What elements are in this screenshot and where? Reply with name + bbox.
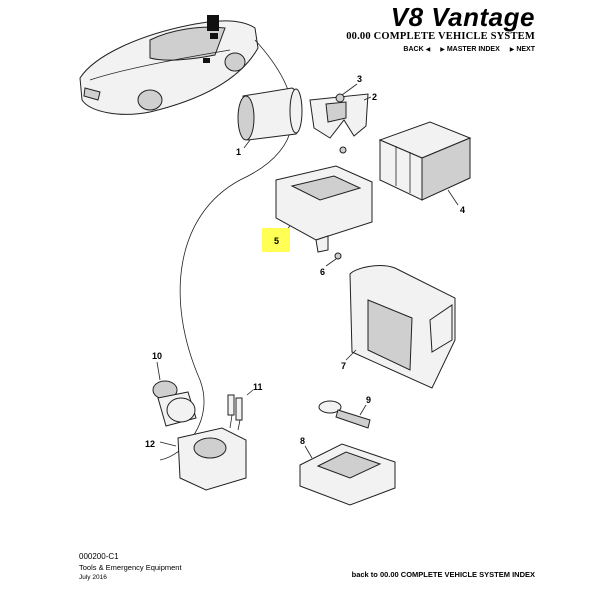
brand-logo: V8 Vantage bbox=[390, 2, 535, 32]
section-title: 00.00 COMPLETE VEHICLE SYSTEM bbox=[346, 31, 535, 42]
callout-5-highlight bbox=[262, 228, 290, 252]
part-7-cover bbox=[345, 265, 456, 389]
callout-3[interactable]: 3 bbox=[357, 74, 362, 84]
back-to-index-link[interactable]: back to 00.00 COMPLETE VEHICLE SYSTEM IN… bbox=[351, 570, 535, 579]
part-12-tray bbox=[159, 427, 247, 491]
part-11-keys bbox=[227, 389, 254, 431]
diagram-title: Tools & Emergency Equipment bbox=[79, 563, 182, 572]
back-arrow-icon: ◀ bbox=[425, 47, 431, 53]
part-10-wheel-nut-adaptor bbox=[152, 361, 197, 427]
part-1-cylinder bbox=[237, 87, 303, 149]
callout-9[interactable]: 9 bbox=[366, 395, 371, 405]
part-8-foam-insert bbox=[299, 443, 396, 506]
callout-12[interactable]: 12 bbox=[145, 439, 155, 449]
part-9-tow-eye bbox=[318, 400, 371, 429]
callout-2[interactable]: 2 bbox=[372, 92, 377, 102]
diagram-date: July 2016 bbox=[79, 574, 107, 581]
part-5-holder bbox=[275, 165, 373, 253]
next-arrow-icon: ▶ bbox=[509, 47, 515, 53]
callout-1[interactable]: 1 bbox=[236, 147, 241, 157]
callout-4[interactable]: 4 bbox=[460, 205, 465, 215]
callout-5[interactable]: 5 bbox=[274, 236, 279, 246]
callout-10[interactable]: 10 bbox=[152, 351, 162, 361]
nav-bar: BACK◀ ▶ MASTER INDEX ▶ NEXT bbox=[403, 46, 535, 53]
next-link[interactable]: ▶ NEXT bbox=[509, 46, 535, 53]
master-index-link[interactable]: ▶ MASTER INDEX bbox=[440, 46, 500, 53]
tool-location-mark bbox=[210, 33, 218, 39]
callout-6[interactable]: 6 bbox=[320, 267, 325, 277]
master-index-arrow-icon: ▶ bbox=[440, 47, 445, 53]
callout-11[interactable]: 11 bbox=[253, 382, 263, 392]
part-2-bracket bbox=[309, 83, 372, 154]
part-6-screw bbox=[325, 252, 342, 267]
boot-location-mark bbox=[207, 15, 219, 31]
back-link[interactable]: BACK◀ bbox=[403, 46, 431, 53]
part-4-case bbox=[378, 121, 472, 206]
side-location-mark bbox=[203, 58, 210, 63]
diagram-code: 000200-C1 bbox=[79, 552, 119, 561]
callout-8[interactable]: 8 bbox=[300, 436, 305, 446]
callout-7[interactable]: 7 bbox=[341, 361, 346, 371]
car-illustration bbox=[79, 15, 259, 115]
